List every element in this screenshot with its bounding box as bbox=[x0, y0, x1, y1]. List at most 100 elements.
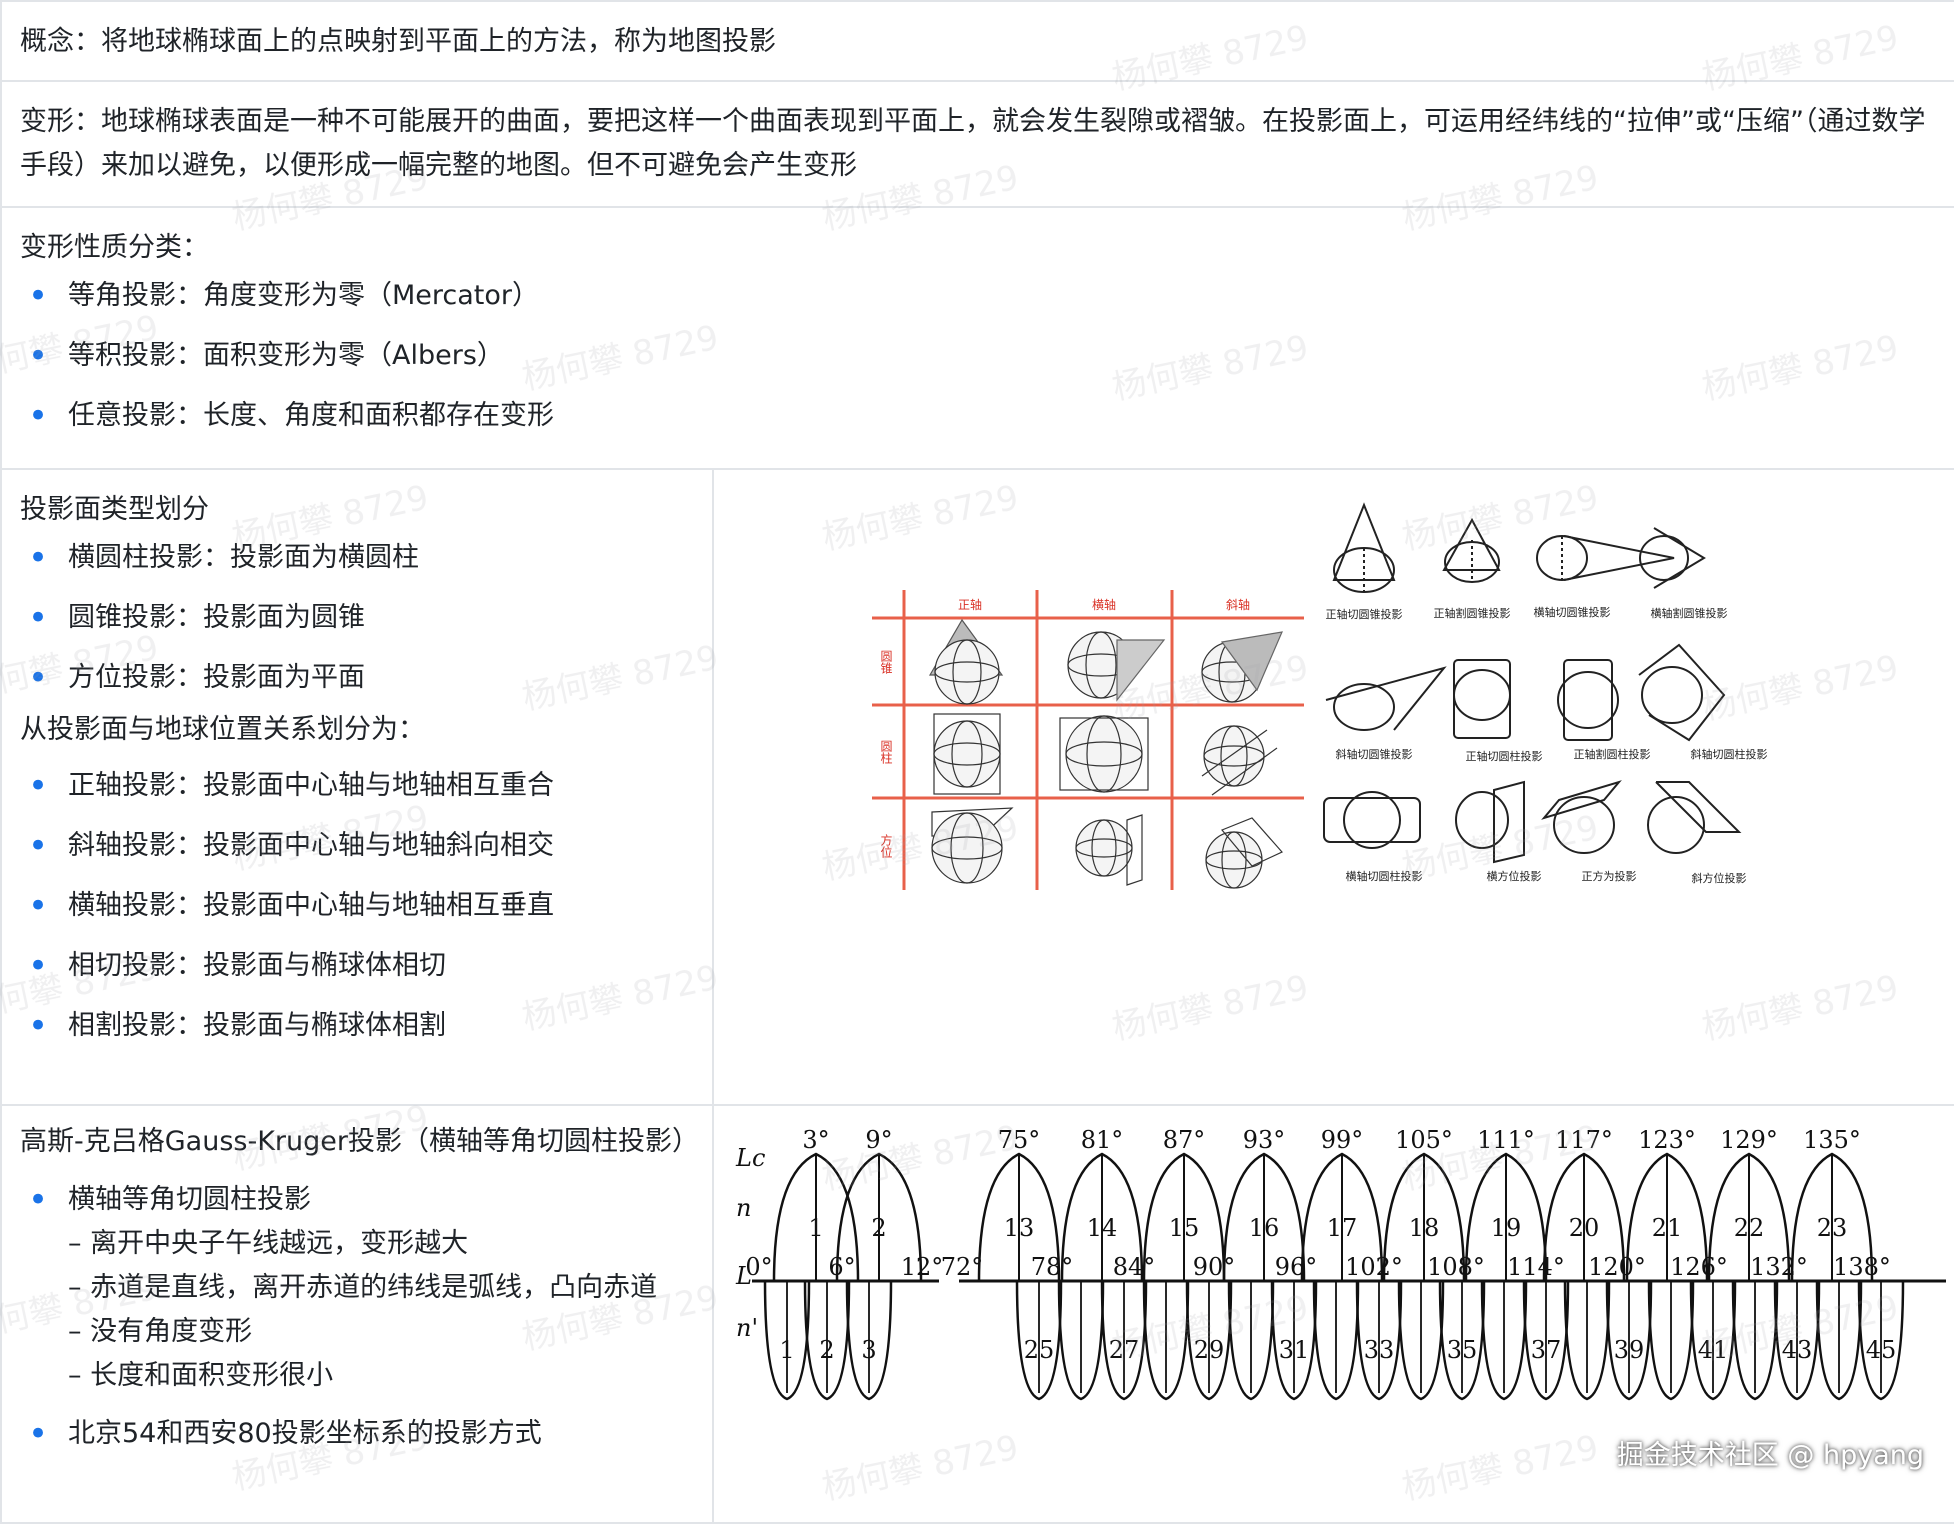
zone-number: 2 bbox=[819, 1336, 834, 1364]
shape-label: 正轴切圆柱投影 bbox=[1466, 749, 1543, 763]
zone-left-label: n bbox=[736, 1194, 751, 1222]
zone-number: 27 bbox=[1109, 1336, 1140, 1364]
lower-zone-outline bbox=[803, 1280, 851, 1401]
lower-zone-outline bbox=[1355, 1280, 1403, 1401]
lower-zone-outline bbox=[1100, 1280, 1148, 1401]
surface-list: 横圆柱投影：投影面为横圆柱 圆锥投影：投影面为圆锥 方位投影：投影面为平面 bbox=[20, 536, 694, 700]
shape-labels: 正轴切圆锥投影 正轴割圆锥投影 横轴切圆锥投影 横轴割圆锥投影 斜轴切圆锥投影 … bbox=[1326, 605, 1768, 885]
equator-degree: 138° bbox=[1833, 1253, 1891, 1281]
gauss-item-text: 横轴等角切圆柱投影 bbox=[68, 1184, 311, 1215]
deform-cell: 变形：地球椭球表面是一种不可能展开的曲面，要把这样一个曲面表现到平面上，就会发生… bbox=[0, 80, 1954, 208]
zone-number: 2 bbox=[871, 1214, 886, 1242]
lower-zone-outline bbox=[1057, 1280, 1105, 1401]
grid-col-header: 斜轴 bbox=[1226, 597, 1250, 612]
lower-zone-outline bbox=[1270, 1280, 1318, 1401]
classify-item: 任意投影：长度、角度和面积都存在变形 bbox=[20, 394, 1936, 438]
meridian-degree: 135° bbox=[1803, 1126, 1861, 1154]
equator-degree: 12° bbox=[901, 1253, 944, 1281]
meridian-degree: 129° bbox=[1720, 1126, 1778, 1154]
projection-figure: 正轴 横轴 斜轴 圆锥 圆柱 方位 bbox=[872, 502, 1768, 890]
lower-zone-outline bbox=[1605, 1280, 1653, 1401]
classify-item: 等积投影：面积变形为零（Albers） bbox=[20, 334, 1936, 378]
shape-label: 正轴切圆锥投影 bbox=[1326, 607, 1403, 621]
zone-number: 21 bbox=[1652, 1214, 1683, 1242]
equator-degree: 108° bbox=[1427, 1253, 1485, 1281]
concept-cell: 概念：将地球椭球面上的点映射到平面上的方法，称为地图投影 bbox=[0, 0, 1954, 82]
zone-left-label: Lc bbox=[735, 1144, 765, 1172]
meridian-degree: 117° bbox=[1555, 1126, 1613, 1154]
lower-zone-outline bbox=[1731, 1280, 1779, 1401]
position-item: 相割投影：投影面与椭球体相割 bbox=[20, 1004, 694, 1048]
classify-list: 等角投影：角度变形为零（Mercator） 等积投影：面积变形为零（Albers… bbox=[20, 274, 1936, 438]
grid-row-header: 圆锥 bbox=[879, 650, 893, 674]
gauss-subitem: – 赤道是直线，离开赤道的纬线是弧线，凸向赤道 bbox=[68, 1272, 658, 1303]
zone-number: 17 bbox=[1327, 1214, 1358, 1242]
meridian-degree: 81° bbox=[1081, 1126, 1124, 1154]
lower-zone-outline bbox=[1312, 1280, 1360, 1401]
zone-number: 3 bbox=[861, 1336, 876, 1364]
zone-figure: LcnLn'3°9°75°81°87°93°99°105°111°117°123… bbox=[735, 1126, 1946, 1401]
lower-zone-outline bbox=[1438, 1280, 1486, 1401]
zone-number: 20 bbox=[1569, 1214, 1600, 1242]
surface-cell: 投影面类型划分 横圆柱投影：投影面为横圆柱 圆锥投影：投影面为圆锥 方位投影：投… bbox=[0, 468, 714, 1106]
equator-degree: 120° bbox=[1588, 1253, 1646, 1281]
zone-number: 1 bbox=[808, 1214, 823, 1242]
concept-text: 概念：将地球椭球面上的点映射到平面上的方法，称为地图投影 bbox=[20, 26, 776, 57]
meridian-degree: 75° bbox=[998, 1126, 1041, 1154]
equator-degree: 72° bbox=[941, 1253, 984, 1281]
shape-label: 横方位投影 bbox=[1487, 869, 1542, 883]
shape-label: 斜方位投影 bbox=[1692, 871, 1747, 885]
shape-label: 斜轴切圆柱投影 bbox=[1691, 747, 1768, 761]
zone-number: 13 bbox=[1004, 1214, 1035, 1242]
grid-col-header: 正轴 bbox=[958, 597, 982, 612]
position-list: 正轴投影：投影面中心轴与地轴相互重合 斜轴投影：投影面中心轴与地轴斜向相交 横轴… bbox=[20, 764, 694, 1048]
zone-number: 22 bbox=[1734, 1214, 1765, 1242]
position-item: 横轴投影：投影面中心轴与地轴相互垂直 bbox=[20, 884, 694, 928]
position-item: 正轴投影：投影面中心轴与地轴相互重合 bbox=[20, 764, 694, 808]
lower-zone-outline bbox=[1773, 1280, 1821, 1401]
equator-degree: 96° bbox=[1275, 1253, 1318, 1281]
equator-degree: 78° bbox=[1031, 1253, 1074, 1281]
grid-globes bbox=[928, 618, 1283, 889]
meridian-degree: 93° bbox=[1243, 1126, 1286, 1154]
zone-number: 39 bbox=[1614, 1336, 1645, 1364]
zone-number: 19 bbox=[1491, 1214, 1522, 1242]
zone-number: 41 bbox=[1698, 1336, 1729, 1364]
shape-label: 横轴割圆锥投影 bbox=[1651, 606, 1728, 620]
shape-label: 正轴割圆柱投影 bbox=[1574, 747, 1651, 761]
shape-label: 横轴切圆锥投影 bbox=[1534, 605, 1611, 619]
projection-grid: 正轴 横轴 斜轴 圆锥 圆柱 方位 bbox=[872, 590, 1304, 890]
zone-number: 45 bbox=[1866, 1336, 1897, 1364]
zone-number: 37 bbox=[1531, 1336, 1562, 1364]
equator-degree: 90° bbox=[1193, 1253, 1236, 1281]
deform-text: 变形：地球椭球表面是一种不可能展开的曲面，要把这样一个曲面表现到平面上，就会发生… bbox=[20, 106, 1926, 181]
equator-degree: 84° bbox=[1113, 1253, 1156, 1281]
meridian-degree: 3° bbox=[802, 1126, 829, 1154]
meridian-degree: 111° bbox=[1477, 1126, 1535, 1154]
meridian-degree: 87° bbox=[1163, 1126, 1206, 1154]
position-item: 斜轴投影：投影面中心轴与地轴斜向相交 bbox=[20, 824, 694, 868]
zone-left-label: L bbox=[735, 1262, 752, 1290]
classify-cell: 变形性质分类： 等角投影：角度变形为零（Mercator） 等积投影：面积变形为… bbox=[0, 206, 1954, 470]
surface-item: 横圆柱投影：投影面为横圆柱 bbox=[20, 536, 694, 580]
zone-number: 14 bbox=[1087, 1214, 1118, 1242]
gauss-subitem: – 离开中央子午线越远，变形越大 bbox=[68, 1228, 469, 1259]
zone-left-label: n' bbox=[736, 1314, 758, 1342]
surface-title: 投影面类型划分 bbox=[20, 494, 209, 525]
lower-zone-outline bbox=[1563, 1280, 1611, 1401]
zone-number: 23 bbox=[1817, 1214, 1848, 1242]
gauss-item: 横轴等角切圆柱投影 – 离开中央子午线越远，变形越大 – 赤道是直线，离开赤道的… bbox=[20, 1178, 694, 1398]
gauss-subitem: – 长度和面积变形很小 bbox=[68, 1360, 334, 1391]
equator-degree: 126° bbox=[1670, 1253, 1728, 1281]
zone-number: 29 bbox=[1194, 1336, 1225, 1364]
lower-zone-outline bbox=[1142, 1280, 1190, 1401]
grid-col-header: 横轴 bbox=[1092, 597, 1116, 612]
gauss-item: 北京54和西安80投影坐标系的投影方式 bbox=[20, 1412, 694, 1456]
shape-label: 斜轴切圆锥投影 bbox=[1336, 747, 1413, 761]
equator-degree: 132° bbox=[1750, 1253, 1808, 1281]
lower-zone-outline bbox=[1227, 1280, 1275, 1401]
position-item: 相切投影：投影面与椭球体相切 bbox=[20, 944, 694, 988]
zone-number: 25 bbox=[1024, 1336, 1055, 1364]
